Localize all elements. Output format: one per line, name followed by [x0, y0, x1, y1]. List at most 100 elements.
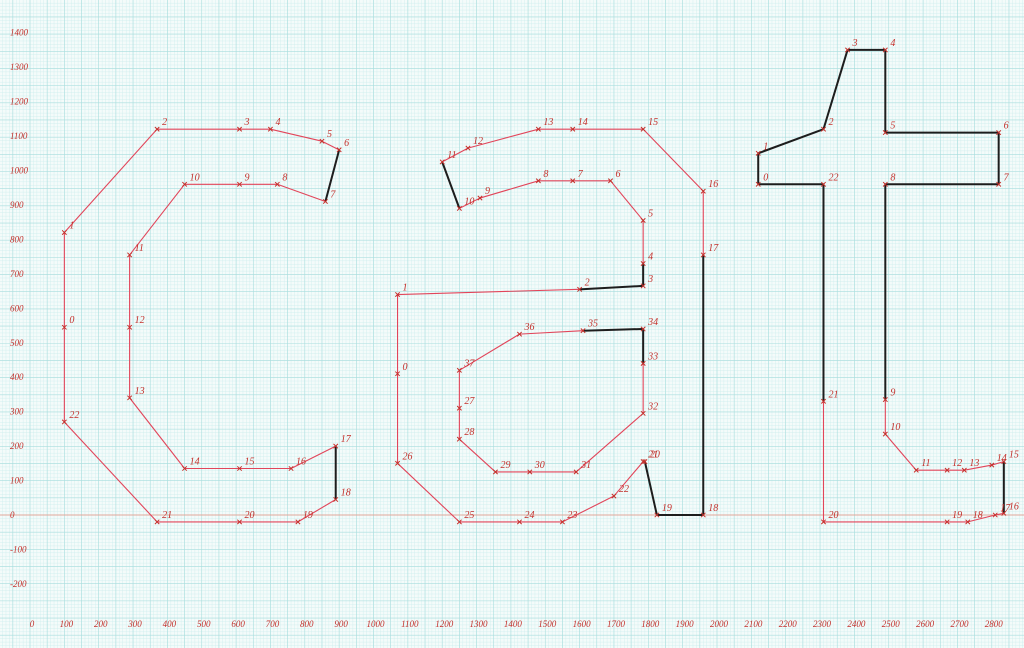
outline-segment: [397, 462, 460, 523]
point-label: 19: [662, 503, 672, 514]
y-tick-label: 200: [10, 441, 24, 451]
point-marker: [333, 496, 339, 503]
point-marker: [1001, 510, 1007, 516]
y-tick-label: 1100: [10, 131, 28, 141]
point-marker: [333, 443, 339, 449]
point-marker: [61, 229, 67, 236]
outline-segment: [822, 49, 849, 130]
point-label: 7: [1004, 172, 1010, 183]
point-label: 21: [828, 389, 838, 400]
point-marker: [700, 512, 706, 518]
y-tick-label: 600: [10, 303, 24, 313]
point-marker: [322, 198, 328, 205]
point-label: 16: [708, 179, 718, 190]
point-marker: [882, 130, 888, 136]
point-marker: [640, 360, 646, 366]
y-tick-label: 1200: [10, 97, 29, 107]
point-marker: [456, 405, 462, 411]
x-tick-label: 200: [94, 619, 108, 629]
point-label: 5: [648, 208, 653, 219]
point-label: 18: [341, 487, 351, 498]
x-tick-label: 300: [127, 619, 142, 629]
point-label: 8: [543, 169, 548, 180]
point-label: 7: [330, 190, 336, 201]
point-marker: [182, 465, 188, 472]
point-marker: [516, 331, 523, 337]
outline-segment: [63, 128, 158, 233]
outline-segment: [397, 288, 580, 296]
point-label: 9: [485, 186, 490, 197]
point-label: 31: [580, 460, 591, 471]
point-marker: [640, 410, 646, 416]
point-marker: [700, 252, 706, 258]
outline-segment: [441, 161, 461, 209]
outline-segment: [63, 421, 158, 523]
point-label: 11: [135, 243, 144, 254]
point-label: 8: [282, 172, 287, 183]
point-marker: [456, 519, 462, 525]
point-marker: [394, 460, 401, 466]
point-marker: [642, 459, 648, 465]
point-label: 22: [828, 172, 838, 183]
outline-segment: [562, 495, 615, 523]
point-marker: [607, 178, 614, 184]
point-marker: [640, 260, 646, 267]
point-marker: [820, 398, 827, 404]
point-marker: [236, 181, 243, 187]
point-marker: [456, 205, 462, 211]
x-tick-label: 100: [60, 619, 74, 629]
point-label: 6: [344, 138, 349, 149]
x-tick-label: 2100: [744, 619, 763, 629]
outline-segment: [270, 128, 323, 142]
point-marker: [640, 126, 646, 132]
point-label: 9: [890, 388, 895, 399]
point-label: 22: [619, 484, 629, 495]
point-label: 0: [69, 315, 74, 326]
point-label: 14: [997, 453, 1007, 464]
point-marker: [319, 138, 325, 144]
point-marker: [570, 126, 576, 132]
point-label: 15: [648, 117, 658, 128]
x-tick-label: 800: [300, 619, 314, 629]
point-label: 15: [1009, 450, 1019, 461]
x-tick-label: 2600: [916, 619, 935, 629]
point-marker: [236, 465, 243, 472]
point-marker: [882, 431, 888, 437]
point-marker: [267, 126, 274, 132]
x-tick-label: 1000: [367, 619, 386, 629]
point-label: 19: [303, 510, 313, 521]
x-tick-label: 2500: [882, 619, 901, 629]
x-tick-label: 0: [30, 619, 35, 629]
point-label: 12: [952, 458, 962, 469]
point-marker: [640, 326, 646, 332]
x-tick-label: 1800: [641, 619, 660, 629]
x-tick-label: 2200: [779, 619, 798, 629]
point-label: 7: [578, 169, 584, 180]
point-label: 33: [647, 351, 658, 362]
point-label: 21: [648, 450, 658, 461]
y-tick-label: -200: [10, 579, 27, 589]
x-tick-label: 600: [231, 619, 245, 629]
point-label: 11: [447, 150, 456, 161]
point-label: 4: [890, 38, 895, 49]
outline-segment: [129, 183, 186, 256]
point-marker: [61, 324, 67, 330]
point-marker: [882, 47, 888, 53]
x-tick-label: 1500: [538, 619, 557, 629]
point-label: 17: [1000, 503, 1011, 514]
point-marker: [535, 178, 541, 184]
point-marker: [127, 395, 133, 401]
point-marker: [640, 283, 646, 289]
point-label: 27: [464, 396, 475, 407]
point-label: 3: [647, 274, 653, 285]
point-label: 2: [828, 117, 833, 128]
outline-segment: [297, 499, 336, 523]
point-marker: [577, 286, 583, 292]
point-label: 32: [647, 401, 658, 412]
x-tick-label: 2800: [985, 619, 1004, 629]
point-marker: [1001, 459, 1007, 465]
point-marker: [992, 512, 998, 518]
point-marker: [820, 126, 827, 132]
point-marker: [580, 328, 586, 334]
